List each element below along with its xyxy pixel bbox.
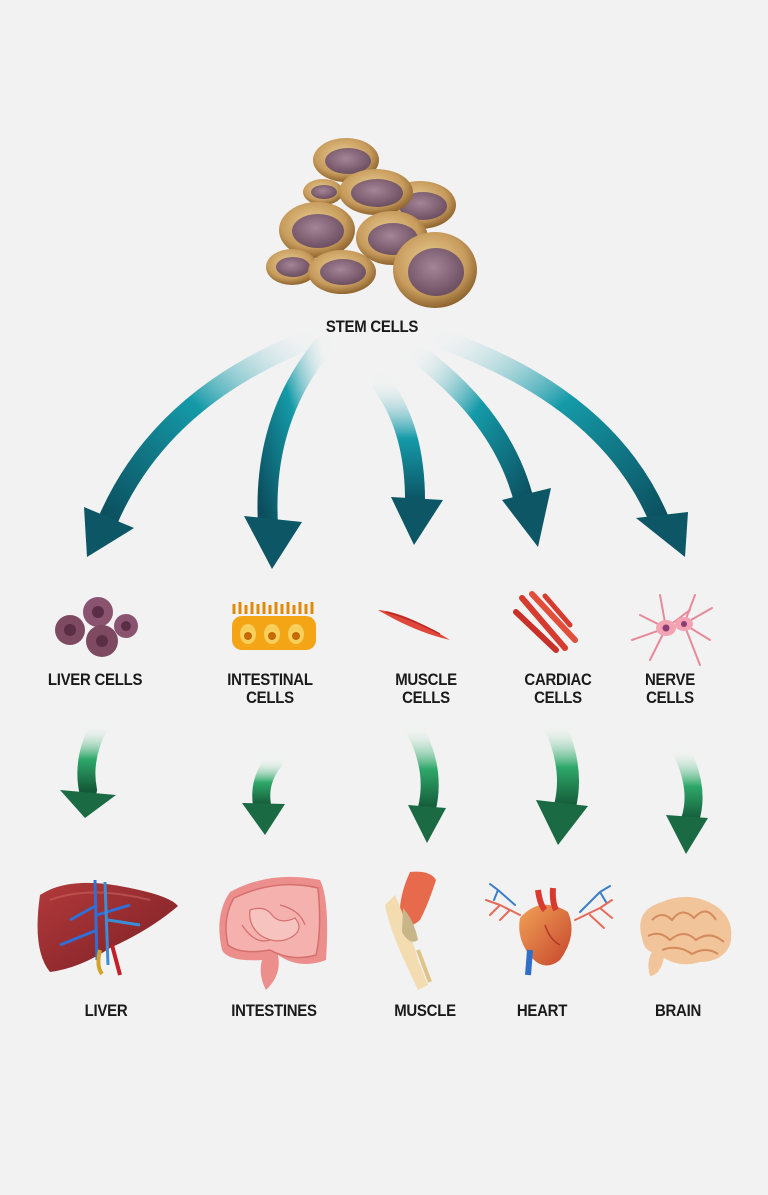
arrow-to-intestines bbox=[242, 751, 285, 835]
heart-icon bbox=[485, 883, 613, 976]
intestinal-cells-label: INTESTINAL CELLS bbox=[227, 670, 313, 707]
stem-cells-icon bbox=[266, 138, 477, 308]
cardiac-cells-icon bbox=[513, 591, 578, 653]
nerve-cells-label: NERVE CELLS bbox=[645, 670, 695, 707]
arrow-to-heart bbox=[536, 717, 588, 845]
stem-cells-label: STEM CELLS bbox=[325, 317, 419, 336]
arrow-to-brain bbox=[666, 743, 708, 854]
intestines-label: INTESTINES bbox=[231, 1001, 317, 1020]
arrow-to-liver-cells bbox=[84, 332, 313, 557]
muscle-cells-label: MUSCLE CELLS bbox=[395, 670, 457, 707]
liver-label: LIVER bbox=[84, 1001, 128, 1020]
arrow-to-cardiac-cells bbox=[410, 346, 551, 547]
heart-label: HEART bbox=[516, 1001, 568, 1020]
muscle-cells-icon bbox=[378, 610, 450, 640]
intestines-icon bbox=[219, 876, 328, 990]
arrow-to-muscle bbox=[406, 721, 446, 843]
brain-label: BRAIN bbox=[654, 1001, 702, 1020]
arrow-to-muscle-cells bbox=[372, 374, 443, 545]
arrow-to-intestinal-cells bbox=[244, 336, 333, 569]
liver-icon bbox=[37, 879, 179, 976]
intestinal-cells-icon bbox=[232, 602, 316, 650]
liver-cells-icon bbox=[55, 597, 138, 657]
arrow-to-liver bbox=[60, 719, 116, 818]
cardiac-cells-label: CARDIAC CELLS bbox=[524, 670, 592, 707]
liver-cells-label: LIVER CELLS bbox=[47, 670, 143, 689]
muscle-icon bbox=[385, 871, 436, 990]
muscle-label: MUSCLE bbox=[394, 1001, 456, 1020]
brain-icon bbox=[640, 896, 732, 976]
arrow-to-nerve-cells bbox=[434, 330, 688, 557]
nerve-cells-icon bbox=[631, 594, 713, 666]
